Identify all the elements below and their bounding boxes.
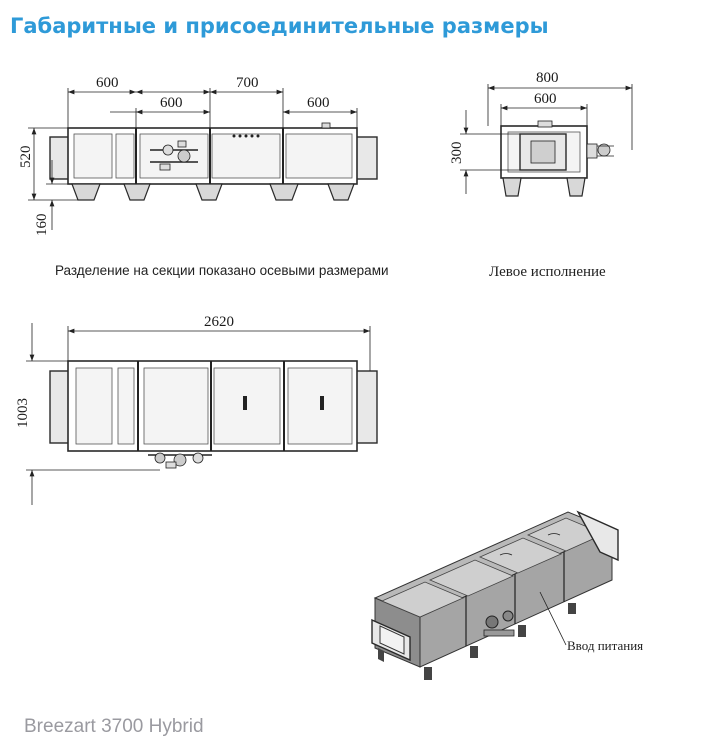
side-dim-height: 300: [449, 142, 465, 165]
front-valve-assembly: [150, 140, 198, 171]
top-dim-length: 2620: [204, 314, 234, 330]
front-terminal-block: [232, 134, 260, 138]
front-dim-bottom-1: 600: [160, 95, 183, 111]
front-view: 600 700 600 600 520 160 Разделение на се…: [18, 75, 389, 278]
iso-outlet-duct: [576, 510, 619, 562]
side-dim-outer: 800: [536, 70, 559, 86]
front-dim-leg: 160: [34, 214, 50, 237]
top-valve-assembly: [148, 452, 212, 469]
front-dim-bottom-2: 600: [307, 95, 330, 111]
side-view-caption: Левое исполнение: [489, 264, 606, 280]
page-title: Габаритные и присоединительные размеры: [10, 14, 549, 38]
front-dim-height: 520: [18, 146, 34, 169]
front-dim-top-1: 600: [96, 75, 119, 91]
isometric-view: Ввод питания: [371, 510, 643, 680]
power-input-callout: Ввод питания: [567, 638, 643, 653]
product-name-footer: Breezart 3700 Hybrid: [24, 716, 204, 737]
top-view: 2620 1003: [15, 314, 378, 505]
side-dim-inner: 600: [534, 91, 557, 107]
top-outlet-duct: [354, 370, 378, 444]
top-dim-width: 1003: [15, 398, 31, 428]
side-valve-assembly: [586, 143, 614, 159]
front-view-caption: Разделение на секции показано осевыми ра…: [55, 263, 389, 278]
front-outlet-duct: [354, 136, 378, 180]
side-view: 800 600 300 Левое исполнение: [449, 70, 633, 280]
iso-valve-assembly: [483, 610, 515, 637]
front-inlet-duct: [49, 136, 71, 180]
front-dim-top-2: 700: [236, 75, 259, 91]
